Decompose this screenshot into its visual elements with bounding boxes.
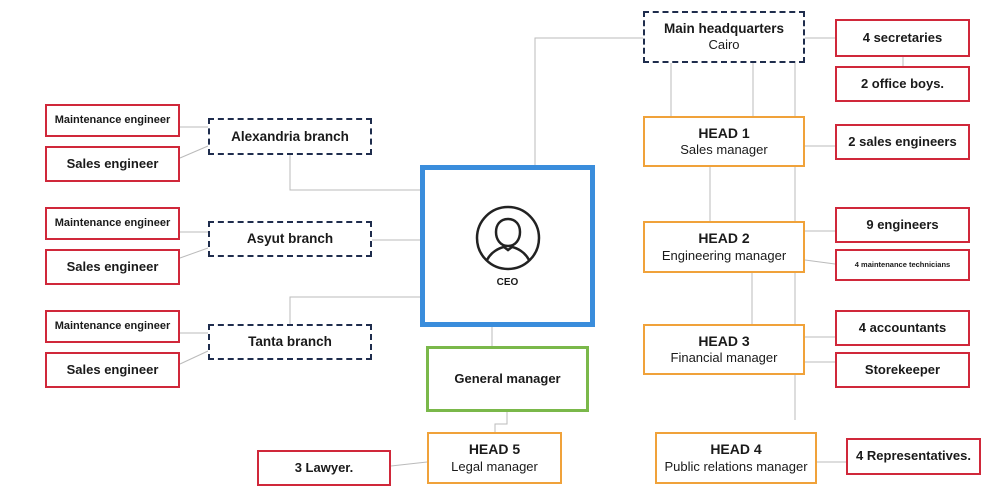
staff-label: Maintenance engineer [54, 320, 171, 333]
staff-box-maintenance-technicians: 4 maintenance technicians [835, 249, 970, 281]
staff-label: 4 accountants [858, 319, 947, 335]
head-role: Sales manager [680, 142, 768, 158]
head-title: HEAD 4 [710, 441, 762, 458]
staff-label: 9 engineers [866, 216, 939, 232]
head-title: HEAD 2 [698, 230, 750, 247]
staff-box-maintenance-engineer: Maintenance engineer [45, 310, 180, 343]
staff-box-engineers: 9 engineers [835, 207, 970, 243]
head-title: HEAD 1 [698, 124, 750, 141]
staff-label: 4 Representatives. [856, 448, 971, 464]
headquarters-title: Main headquarters [663, 20, 785, 36]
staff-box-sales-engineer: Sales engineer [45, 249, 180, 285]
head-1-box: HEAD 1 Sales manager [643, 116, 805, 167]
branch-box-alexandria: Alexandria branch [208, 118, 372, 155]
general-manager-label: General manager [454, 370, 561, 386]
head-title: HEAD 3 [698, 332, 750, 349]
staff-box-secretaries: 4 secretaries [835, 19, 970, 57]
staff-box-sales-engineers: 2 sales engineers [835, 124, 970, 160]
staff-box-sales-engineer: Sales engineer [45, 146, 180, 182]
head-role: Engineering manager [661, 247, 787, 263]
staff-box-office-boys: 2 office boys. [835, 66, 970, 102]
head-5-box: HEAD 5 Legal manager [427, 432, 562, 484]
head-4-box: HEAD 4 Public relations manager [655, 432, 817, 484]
staff-label: Maintenance engineer [54, 217, 171, 230]
staff-label: 4 maintenance technicians [854, 260, 951, 270]
head-3-box: HEAD 3 Financial manager [643, 324, 805, 375]
ceo-label: CEO [496, 276, 519, 288]
staff-label: Storekeeper [864, 361, 941, 377]
person-silhouette-icon [475, 205, 540, 270]
staff-box-representatives: 4 Representatives. [846, 438, 981, 475]
staff-label: 3 Lawyer. [294, 459, 354, 475]
general-manager-box: General manager [426, 346, 589, 412]
staff-label: Sales engineer [66, 361, 159, 377]
branch-name: Tanta branch [248, 334, 332, 350]
branch-box-asyut: Asyut branch [208, 221, 372, 257]
branch-box-tanta: Tanta branch [208, 324, 372, 360]
staff-label: 2 office boys. [860, 75, 945, 91]
branch-name: Asyut branch [246, 231, 334, 247]
headquarters-subtitle: Cairo [708, 37, 740, 53]
main-headquarters-box: Main headquarters Cairo [643, 11, 805, 63]
staff-box-accountants: 4 accountants [835, 310, 970, 346]
head-role: Public relations manager [664, 458, 808, 474]
ceo-box: CEO [420, 165, 595, 327]
head-role: Legal manager [451, 458, 538, 474]
branch-name: Alexandria branch [231, 128, 349, 144]
staff-label: Maintenance engineer [54, 114, 171, 127]
head-title: HEAD 5 [468, 441, 521, 458]
staff-box-storekeeper: Storekeeper [835, 352, 970, 388]
head-role: Financial manager [670, 350, 778, 366]
staff-label: 2 sales engineers [848, 133, 957, 149]
staff-label: Sales engineer [66, 155, 159, 171]
staff-label: 4 secretaries [862, 29, 943, 45]
staff-box-maintenance-engineer: Maintenance engineer [45, 207, 180, 240]
staff-box-maintenance-engineer: Maintenance engineer [45, 104, 180, 137]
staff-label: Sales engineer [66, 258, 159, 274]
staff-box-sales-engineer: Sales engineer [45, 352, 180, 388]
head-2-box: HEAD 2 Engineering manager [643, 221, 805, 273]
staff-box-lawyers: 3 Lawyer. [257, 450, 391, 486]
